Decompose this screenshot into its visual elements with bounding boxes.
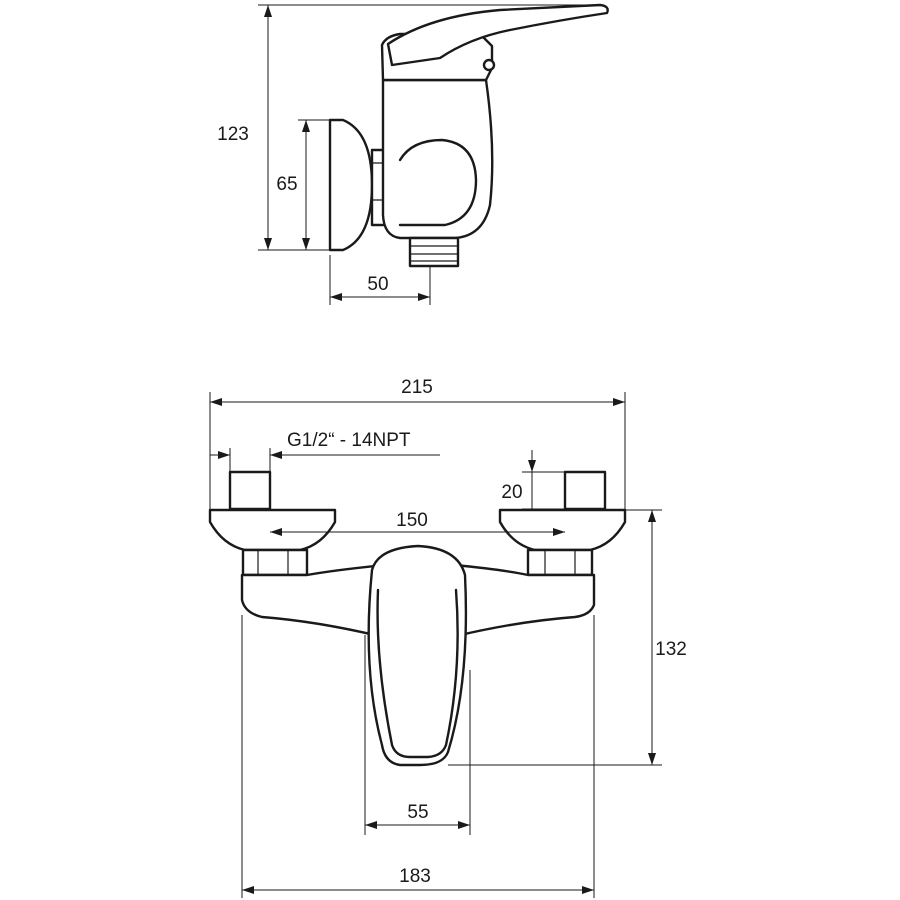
set-screw: [482, 58, 496, 72]
dim-label-123: 123: [217, 124, 249, 145]
dim-label-132: 132: [655, 639, 687, 660]
left-nut: [241, 548, 309, 577]
dim-label-55: 55: [407, 802, 428, 823]
dim-label-50: 50: [367, 274, 388, 295]
front-view: 215 G1/2“ - 14NPT 20 150 132 55 183: [208, 377, 687, 898]
right-escutcheon: [498, 508, 627, 552]
dim-label-150: 150: [396, 510, 428, 531]
dim-label-65: 65: [276, 174, 297, 195]
body-inner-curve: [398, 138, 478, 227]
right-connector: [563, 470, 607, 511]
dim-label-215: 215: [401, 377, 433, 398]
thread-label: G1/2“ - 14NPT: [287, 430, 411, 451]
lever-handle: [386, 3, 609, 67]
right-nut: [526, 548, 594, 577]
lever-highlight: [376, 588, 459, 759]
dim-label-183: 183: [399, 866, 431, 887]
threaded-outlet: [408, 236, 460, 268]
faucet-body: [381, 78, 494, 240]
left-connector: [228, 470, 272, 511]
dim-label-20: 20: [501, 482, 522, 503]
wall-plate: [328, 118, 374, 252]
side-view: 123 65 50: [217, 3, 609, 305]
left-escutcheon: [208, 508, 337, 552]
front-lever: [367, 544, 468, 767]
